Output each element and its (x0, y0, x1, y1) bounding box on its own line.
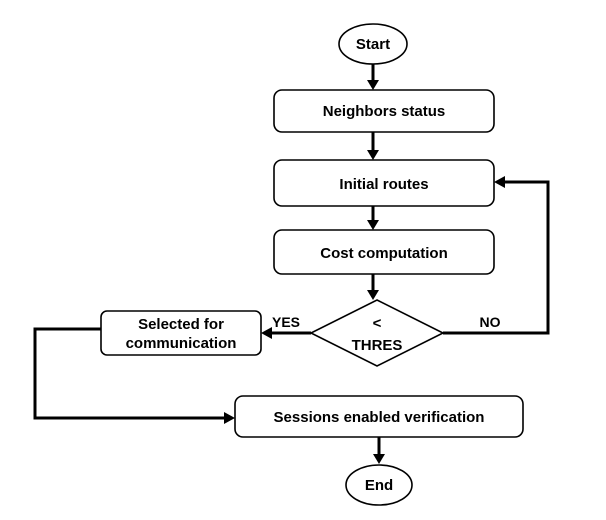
selected-label-line2: communication (126, 335, 237, 352)
selected-for-communication-node: Selected for communication (100, 310, 262, 356)
initial-routes-label: Initial routes (339, 176, 428, 193)
arrowhead-selected (261, 327, 272, 339)
start-node: Start (338, 23, 408, 65)
threshold-decision-node: < THRES (309, 299, 445, 367)
arrowhead-decision (367, 290, 379, 300)
arrowhead-end (373, 454, 385, 464)
selected-label-line1: Selected for (138, 316, 224, 333)
yes-edge-label: YES (272, 314, 300, 330)
decision-symbol: < (373, 315, 382, 332)
sessions-verification-node: Sessions enabled verification (234, 395, 524, 438)
no-edge-label: NO (480, 314, 501, 330)
end-label: End (365, 477, 393, 494)
arrowhead-initial-routes (367, 150, 379, 160)
arrow-selected-to-sessions (33, 327, 226, 420)
end-node: End (345, 464, 413, 506)
decision-threshold-label: THRES (352, 337, 403, 354)
neighbors-status-label: Neighbors status (323, 103, 446, 120)
cost-computation-node: Cost computation (273, 229, 495, 275)
arrowhead-cost (367, 220, 379, 230)
neighbors-status-node: Neighbors status (273, 89, 495, 133)
arrowhead-neighbors (367, 80, 379, 90)
arrowhead-no-loop (494, 176, 505, 188)
arrow-no-loop-to-initial-routes (443, 180, 550, 335)
start-label: Start (356, 36, 390, 53)
cost-computation-label: Cost computation (320, 245, 448, 262)
initial-routes-node: Initial routes (273, 159, 495, 207)
arrowhead-sessions (224, 412, 235, 424)
sessions-verification-label: Sessions enabled verification (274, 409, 485, 426)
